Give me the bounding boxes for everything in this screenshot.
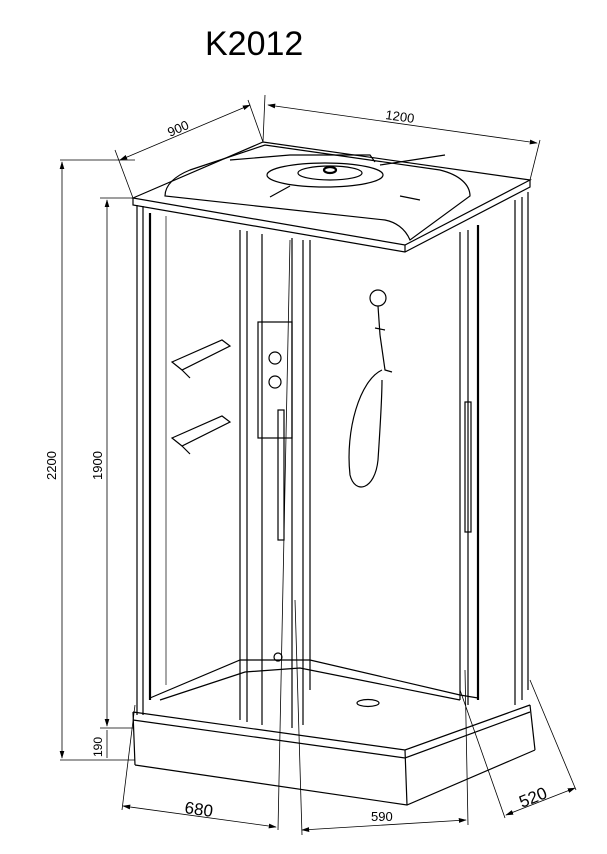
dim-width-top: 1200 [385, 107, 416, 126]
dim-depth-top: 900 [165, 117, 191, 140]
dim-front-left: 680 [183, 798, 214, 821]
roof [130, 141, 532, 253]
shower-tray [132, 659, 536, 806]
dim-cabin-height: 1900 [90, 451, 105, 480]
frame [136, 192, 529, 728]
dim-side-right: 520 [516, 783, 549, 811]
dim-front-right: 590 [371, 809, 393, 824]
hand-shower [348, 289, 472, 533]
control-panel [257, 321, 293, 662]
dim-total-height: 2200 [44, 451, 59, 480]
dimension-lines [59, 94, 577, 836]
shelves [170, 339, 232, 455]
model-title: K2012 [205, 25, 303, 63]
dim-tray-height: 190 [91, 737, 105, 757]
